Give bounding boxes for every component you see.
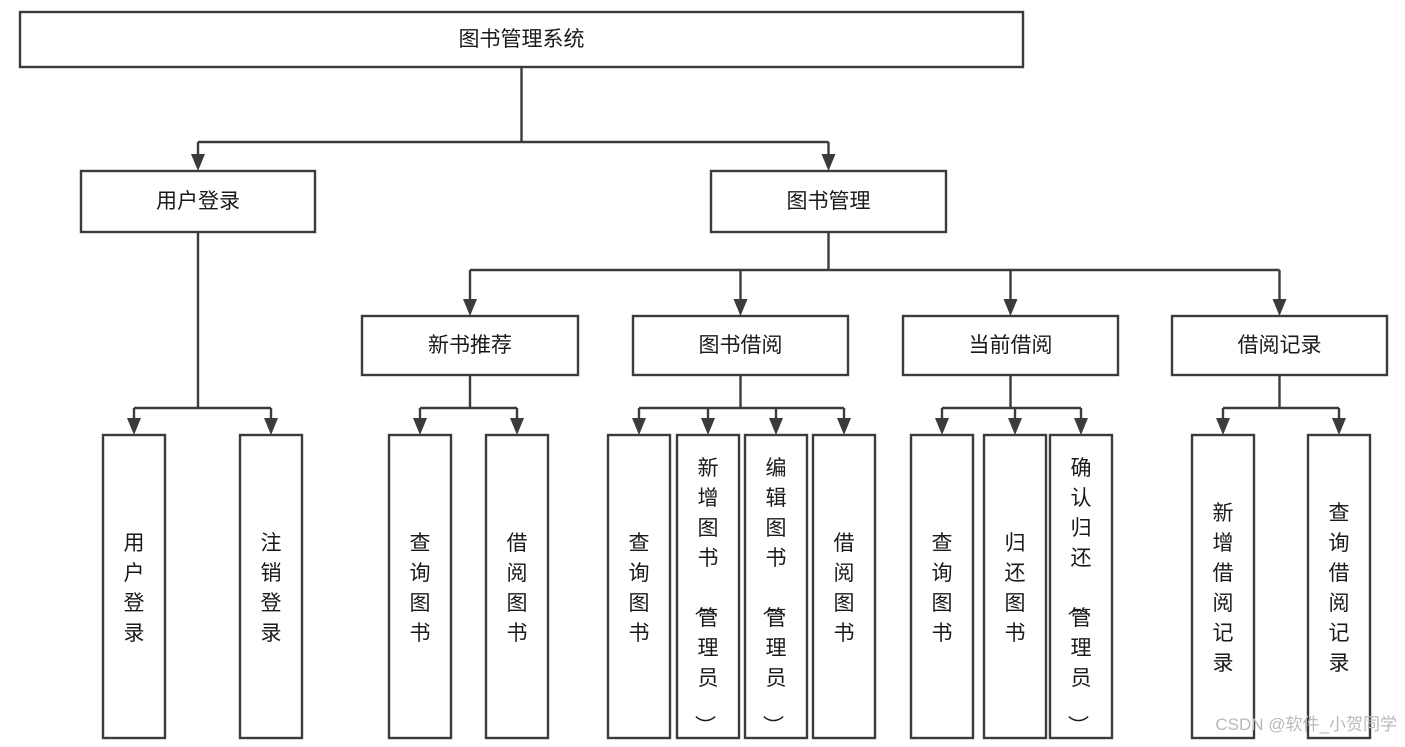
node-box-user-login-action: [101, 433, 167, 740]
node-label-new-book-recommend: 新书推荐: [428, 334, 512, 357]
node-box-user-logout-action: [238, 433, 304, 740]
arrow-head-user-login-0: [127, 418, 141, 435]
node-box-add-book-admin: [675, 433, 741, 740]
node-return-book[interactable]: 归还图书: [982, 433, 1048, 740]
node-label-user-login-action: 用户登录: [124, 532, 145, 645]
arrow-head-grp3-0: [1216, 418, 1230, 435]
node-current-borrow[interactable]: 当前借阅: [901, 314, 1120, 377]
node-label-query-book-borrow: 查询图书: [629, 532, 650, 645]
node-root[interactable]: 图书管理系统: [18, 10, 1025, 69]
node-user-logout-action[interactable]: 注销登录: [238, 433, 304, 740]
arrow-head-grp1-2: [769, 418, 783, 435]
node-box-root: [18, 10, 1025, 69]
node-box-return-book: [982, 433, 1048, 740]
node-label-edit-book-admin: 编辑图书（管理员）: [761, 457, 787, 736]
node-box-query-book-recommend: [387, 433, 453, 740]
node-label-book-borrow: 图书借阅: [699, 334, 783, 357]
arrow-head-grp0-1: [510, 418, 524, 435]
node-borrow-records[interactable]: 借阅记录: [1170, 314, 1389, 377]
node-label-current-borrow: 当前借阅: [969, 334, 1053, 357]
node-book-management[interactable]: 图书管理: [709, 169, 948, 234]
node-box-edit-book-admin: [743, 433, 809, 740]
node-box-current-borrow: [901, 314, 1120, 377]
node-borrow-book-action[interactable]: 借阅图书: [811, 433, 877, 740]
arrow-head-grp2-1: [1008, 418, 1022, 435]
arrow-head-grp2-0: [935, 418, 949, 435]
node-label-confirm-return-admin: 确认归还（管理员）: [1066, 457, 1092, 736]
arrow-head-grp0-0: [413, 418, 427, 435]
node-box-book-management: [709, 169, 948, 234]
node-label-borrow-book-recommend: 借阅图书: [507, 532, 528, 645]
arrow-head-book-mgmt-3: [1272, 299, 1287, 316]
arrow-head-grp1-0: [632, 418, 646, 435]
node-add-borrow-record[interactable]: 新增借阅记录: [1190, 433, 1256, 740]
arrow-head-book-mgmt-1: [733, 299, 748, 316]
node-box-query-book-current: [909, 433, 975, 740]
node-box-user-login: [79, 169, 317, 234]
node-user-login[interactable]: 用户登录: [79, 169, 317, 234]
node-label-query-book-recommend: 查询图书: [410, 532, 431, 645]
node-edit-book-admin[interactable]: 编辑图书（管理员）: [743, 433, 809, 740]
arrow-head-grp1-3: [837, 418, 851, 435]
arrow-head-root-0: [191, 154, 205, 171]
node-label-add-book-admin: 新增图书（管理员）: [693, 457, 719, 736]
node-add-book-admin[interactable]: 新增图书（管理员）: [675, 433, 741, 740]
node-box-query-borrow-record: [1306, 433, 1372, 740]
node-label-query-book-current: 查询图书: [932, 532, 953, 645]
connector-edges: [127, 67, 1346, 435]
arrow-head-user-login-1: [264, 418, 278, 435]
node-confirm-return-admin[interactable]: 确认归还（管理员）: [1048, 433, 1114, 740]
node-label-root: 图书管理系统: [459, 28, 585, 51]
node-box-add-borrow-record: [1190, 433, 1256, 740]
arrow-head-book-mgmt-2: [1003, 299, 1018, 316]
arrow-head-root-1: [821, 154, 836, 171]
node-query-borrow-record[interactable]: 查询借阅记录: [1306, 433, 1372, 740]
arrow-head-grp3-1: [1332, 418, 1346, 435]
csdn-watermark: CSDN @软件_小贺同学: [1215, 715, 1397, 734]
node-box-borrow-book-recommend: [484, 433, 550, 740]
node-box-borrow-book-action: [811, 433, 877, 740]
node-query-book-borrow[interactable]: 查询图书: [606, 433, 672, 740]
node-label-borrow-book-action: 借阅图书: [834, 532, 855, 645]
node-label-book-management: 图书管理: [787, 190, 871, 213]
node-label-add-borrow-record: 新增借阅记录: [1213, 502, 1234, 675]
node-query-book-current[interactable]: 查询图书: [909, 433, 975, 740]
node-box-new-book-recommend: [360, 314, 580, 377]
node-box-book-borrow: [631, 314, 850, 377]
node-box-confirm-return-admin: [1048, 433, 1114, 740]
node-user-login-action[interactable]: 用户登录: [101, 433, 167, 740]
arrow-head-grp2-2: [1074, 418, 1088, 435]
node-boxes: 图书管理系统用户登录图书管理用户登录注销登录新书推荐查询图书借阅图书图书借阅查询…: [18, 10, 1389, 740]
node-label-borrow-records: 借阅记录: [1238, 334, 1322, 357]
node-box-query-book-borrow: [606, 433, 672, 740]
node-box-borrow-records: [1170, 314, 1389, 377]
node-query-book-recommend[interactable]: 查询图书: [387, 433, 453, 740]
node-new-book-recommend[interactable]: 新书推荐: [360, 314, 580, 377]
node-book-borrow[interactable]: 图书借阅: [631, 314, 850, 377]
node-label-user-login: 用户登录: [156, 190, 240, 213]
node-borrow-book-recommend[interactable]: 借阅图书: [484, 433, 550, 740]
arrow-head-book-mgmt-0: [463, 299, 477, 316]
node-label-return-book: 归还图书: [1005, 532, 1026, 645]
node-label-user-logout-action: 注销登录: [261, 532, 282, 645]
node-label-query-borrow-record: 查询借阅记录: [1329, 502, 1350, 675]
arrow-head-grp1-1: [701, 418, 715, 435]
